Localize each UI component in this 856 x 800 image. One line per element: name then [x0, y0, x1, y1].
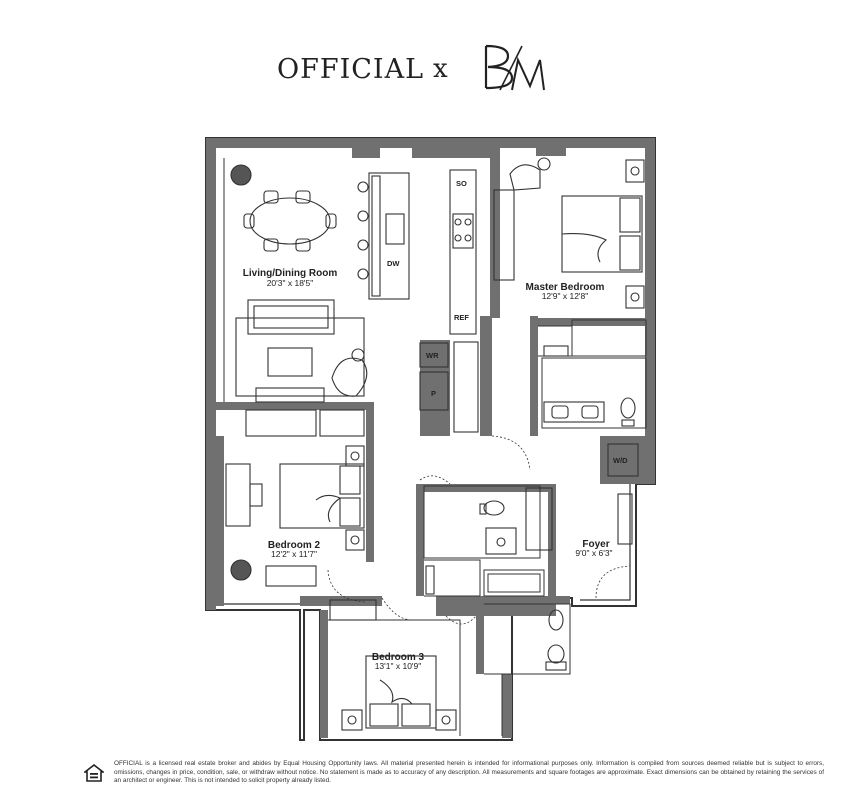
bedroom-3-label: Bedroom 3 [372, 652, 425, 663]
bedroom-2-label: Bedroom 2 [268, 540, 321, 551]
living-room-dims: 20'3" x 18'5" [267, 278, 314, 288]
bm-logo-icon [484, 44, 545, 91]
master-bedroom-dims: 12'9" x 12'8" [542, 291, 589, 301]
foyer-dims: 9'0" x 6'3" [575, 548, 612, 558]
bedroom-3-dims: 13'1" x 10'9" [375, 661, 422, 671]
disclaimer-text: OFFICIAL is a licensed real estate broke… [114, 760, 824, 785]
outer-wall [205, 137, 656, 741]
pantry-label: P [431, 389, 436, 398]
wr-label: WR [426, 351, 439, 360]
brand-official-text: OFFICIAL [277, 54, 425, 85]
floor-plan: SO DW REF WR P W/D Living/Dining Room 20… [205, 137, 656, 741]
ref-label: REF [454, 313, 469, 322]
dw-label: DW [387, 259, 400, 268]
brand-separator: x [433, 54, 448, 84]
bedroom-2-dims: 12'2" x 11'7" [271, 549, 317, 559]
master-bedroom-label: Master Bedroom [526, 282, 605, 293]
wd-label: W/D [613, 456, 628, 465]
brand-header: OFFICIAL x [0, 40, 856, 110]
so-label: SO [456, 179, 467, 188]
equal-housing-icon [84, 764, 104, 782]
foyer-label: Foyer [582, 539, 609, 550]
living-room-label: Living/Dining Room [243, 268, 338, 279]
